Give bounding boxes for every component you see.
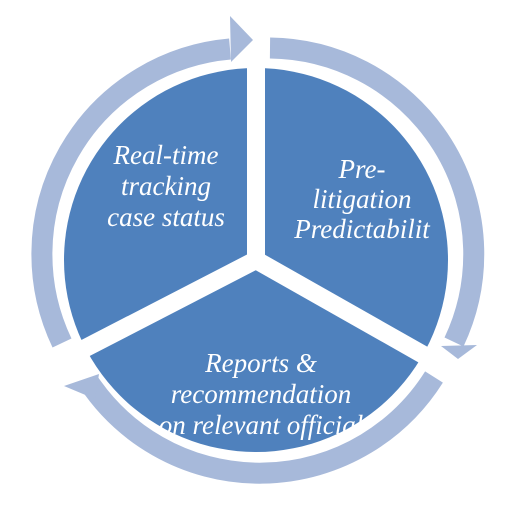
arrow-arc-bottom bbox=[79, 371, 443, 484]
segment-1-line-3: case status bbox=[107, 202, 225, 232]
arrow-arc-right bbox=[269, 37, 485, 347]
segment-3-line-1: Reports & bbox=[204, 348, 317, 378]
segment-2-line-1: Pre- bbox=[338, 154, 386, 184]
segment-label-2: Pre- litigation Predictabilit bbox=[293, 154, 431, 244]
arrow-ring bbox=[31, 16, 485, 484]
separator-left bbox=[65, 252, 261, 364]
segment-1-line-1: Real-time bbox=[113, 140, 219, 170]
segment-label-1: Real-time tracking case status bbox=[107, 140, 225, 232]
segment-label-3: Reports & recommendation on relevant off… bbox=[159, 348, 363, 440]
segment-3-line-2: recommendation bbox=[171, 379, 351, 409]
arrowhead-top bbox=[230, 16, 253, 62]
arrow-arc-top bbox=[31, 38, 231, 348]
segment-2-line-3: Predictabilit bbox=[293, 214, 431, 244]
arrowhead-bottom bbox=[64, 374, 99, 399]
segment-1-line-2: tracking bbox=[121, 171, 211, 201]
separator-right bbox=[251, 252, 441, 370]
segment-circle bbox=[64, 58, 448, 452]
segment-2-line-2: litigation bbox=[312, 184, 411, 214]
arrowhead-right bbox=[441, 345, 477, 359]
segment-3-line-3: on relevant official bbox=[159, 410, 363, 440]
